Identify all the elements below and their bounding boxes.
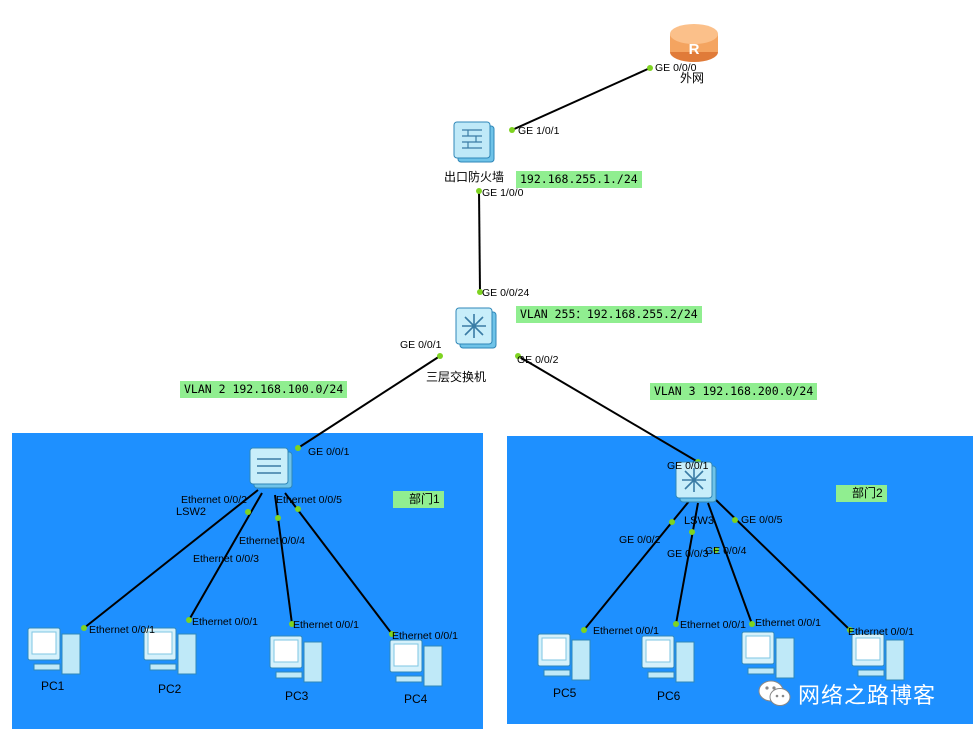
link-lsw3-pc6	[675, 502, 699, 625]
link-lsw3-pc7	[707, 502, 753, 625]
link-core-lsw2	[297, 355, 441, 449]
port-dot	[673, 621, 679, 627]
link-firewall-core	[478, 189, 481, 293]
pc2-icon	[143, 627, 197, 675]
watermark: 网络之路博客	[758, 678, 936, 710]
port-label: GE 0/0/1	[667, 460, 709, 472]
lsw3-icon	[675, 461, 717, 503]
port-dot	[669, 519, 675, 525]
link-lsw2-pc1	[83, 489, 259, 629]
port-dot	[289, 621, 295, 627]
pc1-label: PC1	[41, 679, 65, 693]
link-lsw2-pc4	[284, 492, 393, 635]
port-label: Ethernet 0/0/1	[593, 625, 659, 637]
port-label: Ethernet 0/0/3	[193, 553, 259, 565]
pc4-label: PC4	[404, 692, 428, 706]
port-dot	[509, 127, 515, 133]
firewall-icon	[453, 121, 495, 163]
port-dot	[477, 289, 483, 295]
port-label: Ethernet 0/0/1	[89, 624, 155, 636]
lsw2-label: LSW2	[176, 506, 206, 518]
pc4-icon	[389, 639, 443, 687]
lsw2-icon	[249, 447, 293, 489]
firewall-ip-tag: 192.168.255.1./24	[516, 171, 642, 188]
router-label: 外网	[680, 71, 705, 85]
port-dot	[749, 621, 755, 627]
port-dot	[647, 65, 653, 71]
port-dot	[689, 529, 695, 535]
port-dot	[275, 515, 281, 521]
vlan3-tag: VLAN 3 192.168.200.0/24	[650, 383, 818, 400]
pc8-icon	[851, 633, 905, 681]
port-dot	[732, 517, 738, 523]
port-dot	[389, 631, 395, 637]
port-dot	[581, 627, 587, 633]
port-label: GE 0/0/3	[667, 548, 709, 560]
pc6-icon	[641, 635, 695, 683]
pc3-icon	[269, 635, 323, 683]
port-dot	[295, 445, 301, 451]
port-dot	[437, 353, 443, 359]
port-label: Ethernet 0/0/2	[181, 494, 247, 506]
port-label: GE 0/0/24	[482, 287, 530, 299]
port-label: Ethernet 0/0/1	[848, 626, 914, 638]
port-dot	[515, 353, 521, 359]
firewall-label: 出口防火墙	[444, 170, 505, 184]
router-icon: R	[670, 24, 718, 62]
port-dot	[713, 547, 719, 553]
department-1-tag: 部门1	[393, 491, 444, 508]
port-label: Ethernet 0/0/5	[276, 494, 342, 506]
port-label: Ethernet 0/0/1	[755, 617, 821, 629]
pc3-label: PC3	[285, 689, 309, 703]
port-dot	[245, 509, 251, 515]
port-label: GE 0/0/4	[705, 545, 747, 557]
port-dot	[295, 506, 301, 512]
core-switch-label: 三层交换机	[426, 370, 487, 384]
port-label: GE 0/0/2	[619, 534, 661, 546]
department-2-tag: 部门2	[836, 485, 887, 502]
port-label: Ethernet 0/0/1	[680, 619, 746, 631]
port-label: GE 0/0/5	[741, 514, 783, 526]
port-dot	[847, 627, 853, 633]
link-router-firewall	[511, 67, 651, 131]
vlan255-tag: VLAN 255：192.168.255.2/24	[516, 306, 702, 323]
pc2-label: PC2	[158, 682, 182, 696]
port-label: GE 1/0/0	[482, 187, 524, 199]
port-label: GE 1/0/1	[518, 125, 560, 137]
link-core-lsw3	[517, 355, 699, 463]
link-lsw3-pc8	[715, 499, 851, 631]
link-lsw3-pc5	[583, 499, 691, 631]
port-label: GE 0/0/2	[517, 354, 559, 366]
lsw3-label: LSW3	[684, 515, 714, 527]
pc5-icon	[537, 633, 591, 681]
pc7-icon	[741, 631, 795, 679]
port-label: Ethernet 0/0/1	[192, 616, 258, 628]
port-dot	[476, 188, 482, 194]
port-label: GE 0/0/1	[308, 446, 350, 458]
link-lsw2-pc3	[274, 494, 293, 625]
watermark-text: 网络之路博客	[798, 684, 937, 709]
port-label: GE 0/0/1	[400, 339, 442, 351]
port-label: Ethernet 0/0/1	[392, 630, 458, 642]
vlan2-tag: VLAN 2 192.168.100.0/24	[180, 381, 348, 398]
port-label: Ethernet 0/0/1	[293, 619, 359, 631]
pc1-icon	[27, 627, 81, 675]
port-dot	[186, 617, 192, 623]
port-dot	[81, 625, 87, 631]
port-label: GE 0/0/0	[655, 62, 697, 74]
pc5-label: PC5	[553, 686, 577, 700]
pc6-label: PC6	[657, 689, 681, 703]
core-switch-icon	[455, 307, 497, 349]
port-label: Ethernet 0/0/4	[239, 535, 305, 547]
svg-text:R: R	[689, 41, 700, 58]
wechat-icon	[758, 680, 791, 706]
